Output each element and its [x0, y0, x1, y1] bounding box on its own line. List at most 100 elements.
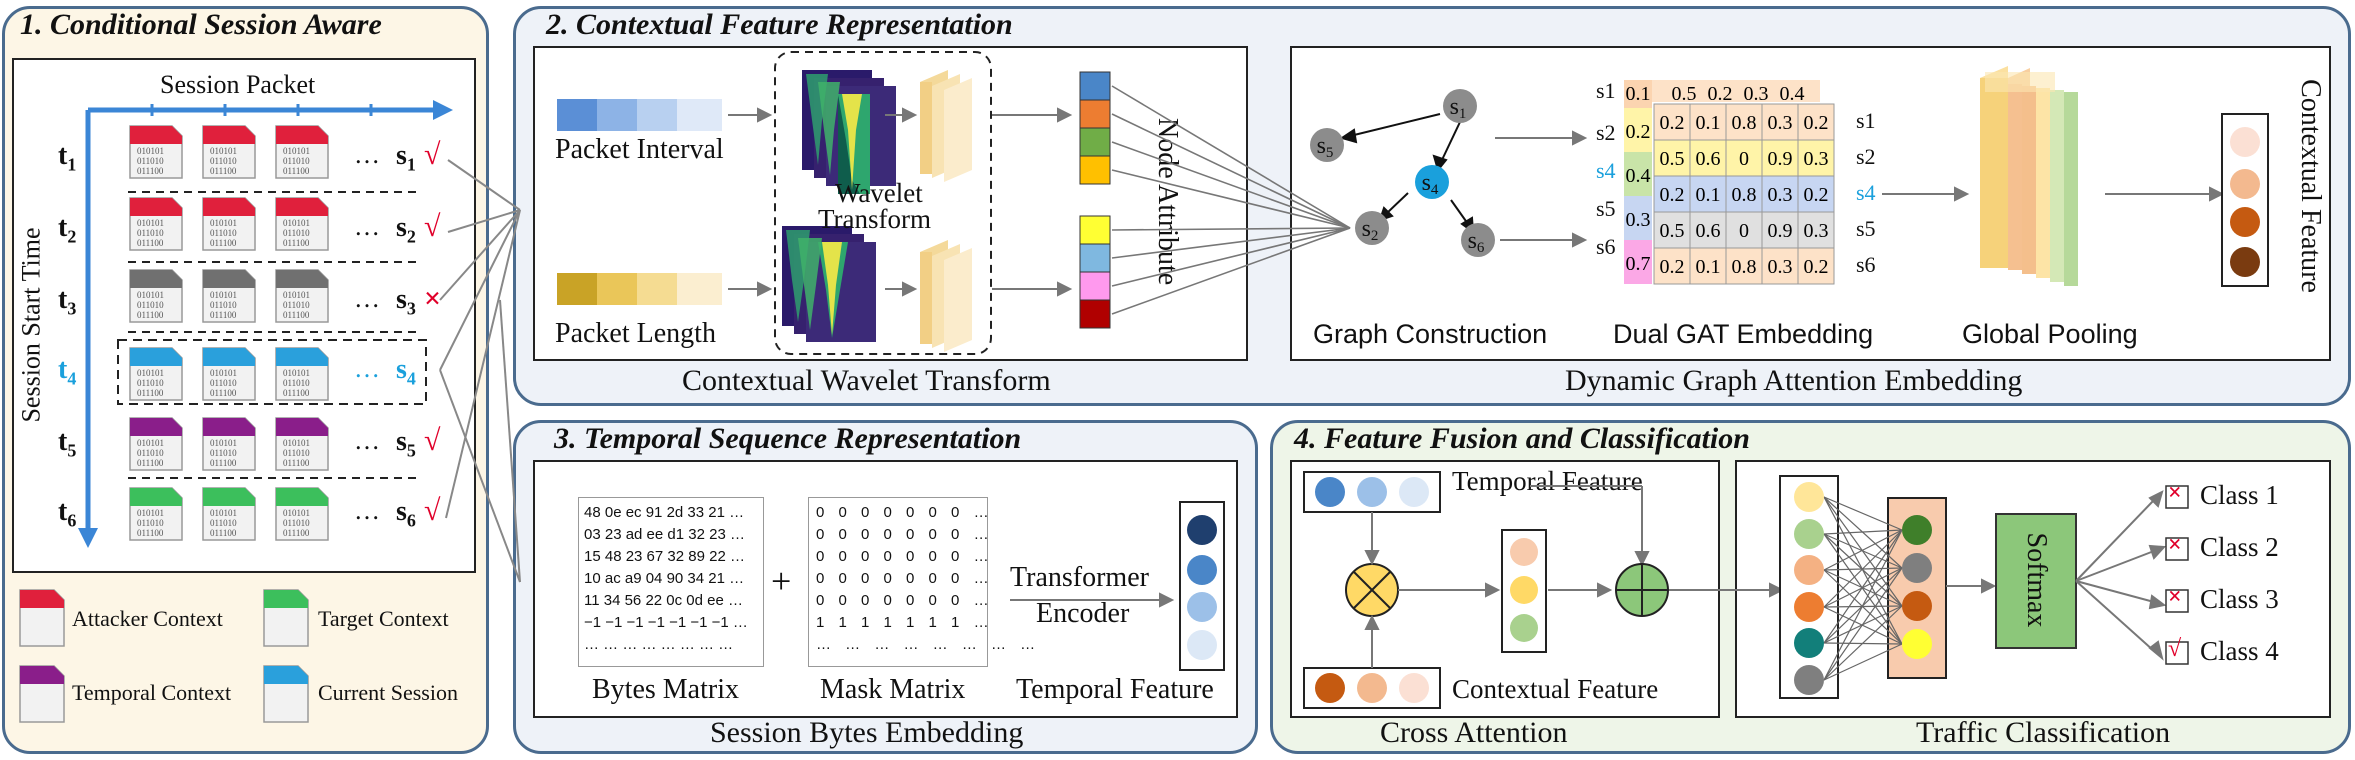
nn-connection: [1823, 533, 1903, 645]
matrix-value: 0.3: [1768, 112, 1793, 134]
spectrogram-top: [802, 70, 896, 194]
bytes-matrix-row: 03 23 ad ee d1 32 23 …: [584, 526, 745, 543]
matrix-value: 0.3: [1768, 256, 1793, 278]
mask-matrix-label: Mask Matrix: [820, 674, 966, 705]
matrix-value: 0.2: [1804, 112, 1829, 134]
matrix-cell: [1761, 211, 1799, 249]
matrix-value: 0.2: [1660, 112, 1685, 134]
class-mark: ×: [2168, 584, 2182, 610]
packet-bits: 010101: [283, 508, 310, 518]
packet-bits: 011010: [283, 156, 310, 166]
matrix-value: 0: [1739, 148, 1749, 170]
row-ellipsis: …: [354, 140, 380, 169]
bytes-matrix-row: … … … … … … … …: [584, 636, 734, 653]
softmax-label: Softmax: [2021, 532, 2052, 628]
row-ellipsis: …: [354, 212, 380, 241]
matrix-value: 0.3: [1768, 184, 1793, 206]
temporal-feature-label: Temporal Feature: [1016, 674, 1214, 705]
mask-matrix: [808, 497, 988, 667]
wavelet-diagram: [557, 51, 1111, 355]
session-label: s1: [396, 140, 416, 175]
bytes-matrix-row: −1 −1 −1 −1 −1 −1 −1 …: [584, 614, 748, 631]
dual-gat-label: Dual GAT Embedding: [1613, 319, 1874, 349]
packet-bits: 011010: [137, 518, 164, 528]
time-subscript: 3: [67, 298, 77, 319]
class-label: Class 1: [2200, 480, 2279, 510]
time-subscript: 5: [67, 440, 77, 461]
packet-bits: 011010: [137, 448, 164, 458]
matrix-cell: [1797, 247, 1835, 285]
class-label: Class 2: [2200, 532, 2279, 562]
time-subscript: 4: [67, 368, 77, 389]
packet-bits: 010101: [283, 438, 310, 448]
bytes-matrix-row: 48 0e ec 91 2d 33 21 …: [584, 504, 745, 521]
matrix-value: 0.5: [1660, 148, 1685, 170]
panel1-title: 1. Conditional Session Aware: [20, 8, 382, 41]
packet-bits: 011010: [210, 300, 237, 310]
packet-interval-label: Packet Interval: [555, 134, 724, 165]
session-subscript: 6: [406, 510, 416, 531]
nn-connection: [1823, 533, 1903, 569]
transformer-label-1: Transformer: [1010, 562, 1149, 593]
time-label: t5: [58, 426, 77, 461]
back-matrix-value: 0.5: [1672, 83, 1697, 105]
time-label: t2: [58, 212, 77, 247]
session-bytes-caption: Session Bytes Embedding: [710, 716, 1024, 749]
matrix-cell: [1725, 211, 1763, 249]
current-session-highlight: [117, 339, 427, 405]
traffic-classification-caption: Traffic Classification: [1916, 716, 2171, 749]
matrix-row-label-right: s2: [1856, 144, 1876, 169]
bytes-matrix-row: 11 34 56 22 0c 0d ee …: [584, 592, 744, 609]
packet-bits: 011010: [137, 378, 164, 388]
legend-attacker-label: Attacker Context: [72, 606, 223, 631]
packet-bits: 010101: [210, 146, 237, 156]
packet-bits: 011100: [210, 458, 237, 468]
class-mark: ×: [2168, 480, 2182, 506]
global-pooling-blocks: [1980, 66, 2078, 286]
mask-matrix-row: 0 0 0 0 0 0 0 …: [816, 548, 994, 565]
matrix-cell: [1653, 211, 1691, 249]
plus-sign: +: [771, 561, 792, 601]
spectrogram-bottom: [782, 226, 876, 342]
matrix-value: 0.2: [1804, 256, 1829, 278]
mask-matrix-row: 0 0 0 0 0 0 0 …: [816, 526, 994, 543]
packet-bits: 010101: [137, 218, 164, 228]
matrix-cell: [1689, 103, 1727, 141]
session-subscript: 4: [406, 368, 416, 389]
session-label: s6: [396, 496, 416, 531]
matrix-cell: [1797, 103, 1835, 141]
matrix-value: 0.2: [1660, 256, 1685, 278]
packet-bits: 011100: [283, 238, 310, 248]
nn-connection: [1823, 606, 1903, 645]
matrix-value: 0.6: [1696, 148, 1721, 170]
fusion-temporal-feature-label: Temporal Feature: [1452, 466, 1643, 496]
packet-bits: 010101: [137, 290, 164, 300]
time-label: t6: [58, 496, 77, 531]
mask-matrix-row: 0 0 0 0 0 0 0 …: [816, 570, 994, 587]
panel4-title: 4. Feature Fusion and Classification: [1294, 422, 1750, 455]
packet-bits: 010101: [137, 368, 164, 378]
packet-bits: 011100: [210, 528, 237, 538]
nn-connection: [1823, 529, 1903, 608]
packet-length-bar: [557, 273, 722, 305]
nn-connection: [1823, 529, 1903, 681]
matrix-value: 0: [1739, 220, 1749, 242]
legend-target-label: Target Context: [318, 606, 449, 631]
node-attribute-top: [1079, 71, 1111, 185]
packet-bits: 011010: [283, 448, 310, 458]
packet-bits: 010101: [210, 508, 237, 518]
row-ellipsis: …: [354, 354, 380, 383]
